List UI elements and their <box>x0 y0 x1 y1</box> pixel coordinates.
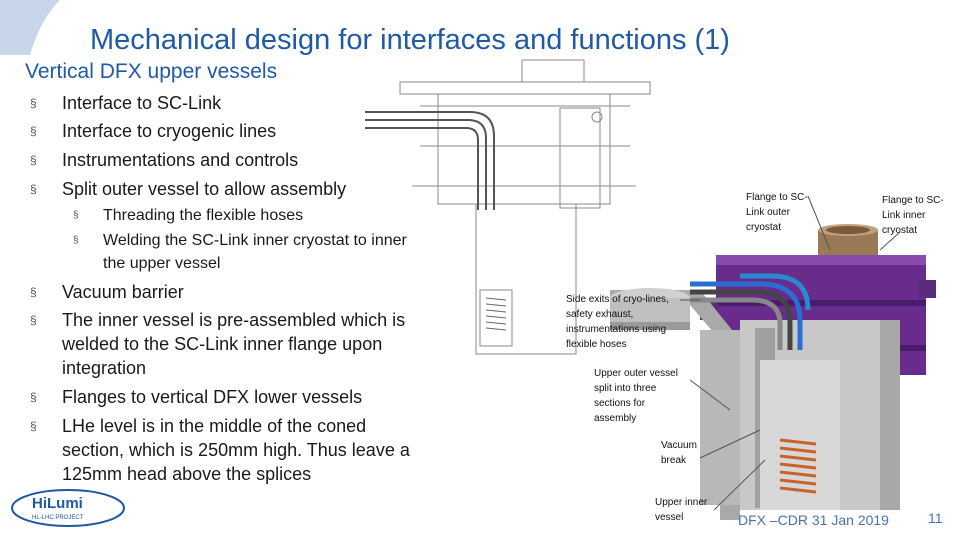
logo-line2: HL-LHC PROJECT <box>32 515 84 521</box>
logo-line1: HiLumi <box>32 495 83 512</box>
page-number: 11 <box>928 510 943 526</box>
corner-swoosh <box>0 0 60 55</box>
list-item: § Flanges to vertical DFX lower vessels <box>30 387 363 407</box>
footer-text: DFX –CDR 31 Jan 2019 <box>738 512 889 528</box>
list-item: § Interface to cryogenic lines <box>30 121 277 141</box>
bullet-marker: § <box>30 153 37 167</box>
wireframe-hoses <box>365 111 495 210</box>
hilumi-logo: HiLumi HL-LHC PROJECT <box>11 489 125 527</box>
list-item-continuation: integration <box>62 358 147 378</box>
callout-lines <box>680 195 901 511</box>
list-item: § Vacuum barrier <box>30 282 184 302</box>
list-item: § Split outer vessel to allow assembly <box>30 179 347 199</box>
bullet-marker: § <box>30 419 37 433</box>
list-item-continuation: section, which is 250mm high. Thus leave… <box>62 440 410 460</box>
bullet-marker: § <box>73 210 79 221</box>
annotation-vacuum-break: Vacuum break <box>661 440 697 466</box>
bullet-marker: § <box>30 96 37 110</box>
list-item: § Welding the SC-Link inner cryostat to … <box>73 229 407 253</box>
render-copper-coil <box>779 438 817 494</box>
list-item: § LHe level is in the middle of the cone… <box>30 416 367 436</box>
list-item-continuation: the upper vessel <box>103 255 221 272</box>
list-item: § Interface to SC-Link <box>30 93 222 113</box>
slide-title: Mechanical design for interfaces and fun… <box>90 24 730 56</box>
list-item: § The inner vessel is pre-assembled whic… <box>30 310 406 330</box>
annotation-side-exits: Side exits of cryo-lines, safety exhaust… <box>566 294 669 350</box>
list-item-continuation: 125mm head above the splices <box>62 464 312 484</box>
annotation-upper-inner-vessel: Upper inner vessel <box>655 497 708 523</box>
bullet-marker: § <box>30 182 37 196</box>
slide-subtitle: Vertical DFX upper vessels <box>25 60 278 83</box>
bullet-marker: § <box>30 313 37 327</box>
list-item: § Instrumentations and controls <box>30 150 299 170</box>
annotation-flange-inner: Flange to SC- Link inner cryostat <box>882 195 944 236</box>
bullet-marker: § <box>30 390 37 404</box>
list-item-continuation: welded to the SC-Link inner flange upon <box>62 334 383 354</box>
bullet-marker: § <box>30 285 37 299</box>
bullet-marker: § <box>30 124 37 138</box>
render-hoses <box>690 273 811 350</box>
list-item: § Threading the flexible hoses <box>73 204 303 228</box>
annotation-split-vessel: Upper outer vessel split into three sect… <box>594 368 678 424</box>
wireframe-vessel-drawing <box>399 59 651 355</box>
bullet-marker: § <box>73 235 79 246</box>
wireframe-coil <box>485 297 507 331</box>
annotation-flange-outer: Flange to SC- Link outer cryostat <box>746 192 808 233</box>
